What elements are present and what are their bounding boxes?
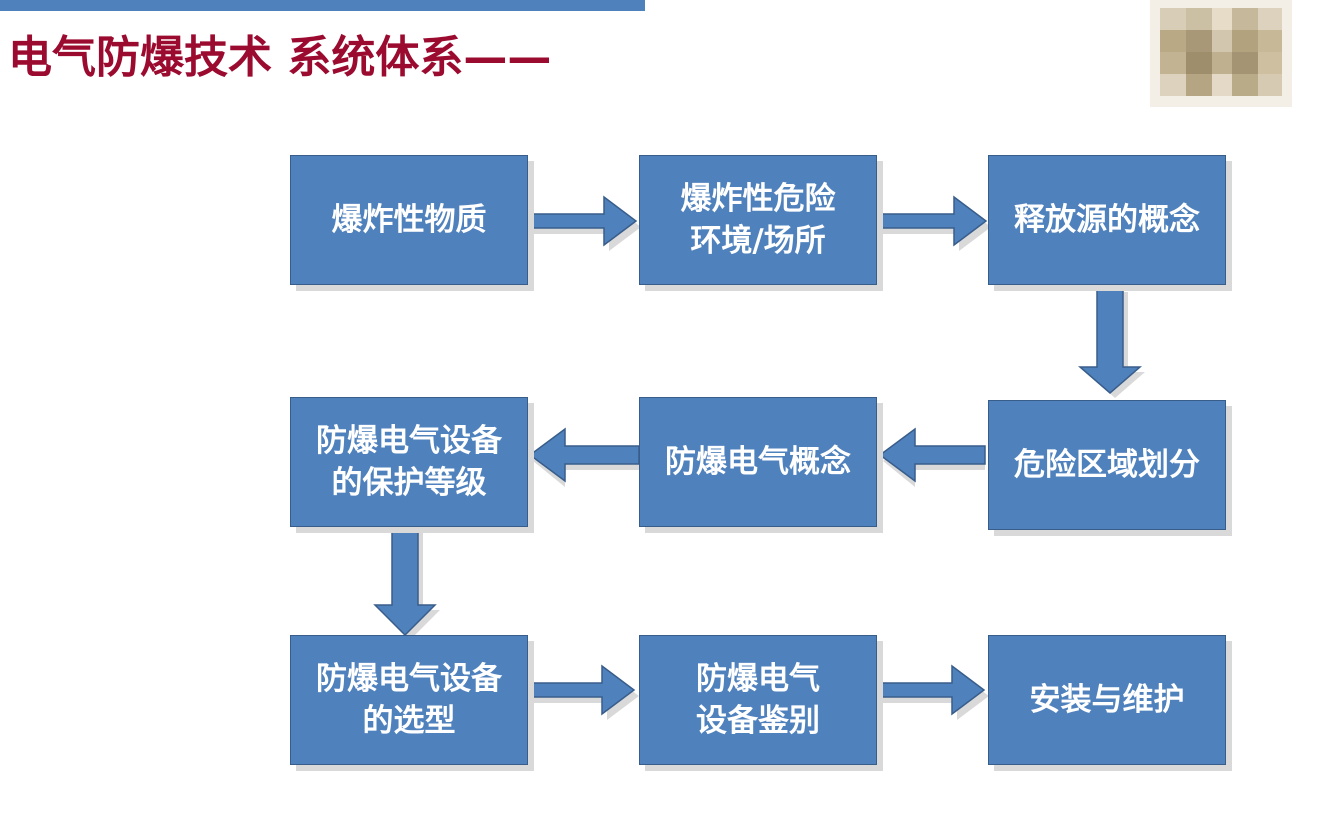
arrow-6-to-7 (373, 525, 437, 637)
page-title: 电气防爆技术 系统体系—— (8, 32, 552, 83)
arrow-1-to-2 (527, 195, 638, 247)
step-explosion-proof-concept: 防爆电气概念 (639, 397, 877, 527)
pixelated-logo-icon (1150, 0, 1292, 107)
arrow-4-to-5 (878, 427, 986, 483)
arrow-3-to-4 (1077, 286, 1143, 394)
step-explosive-hazard-environment: 爆炸性危险 环境/场所 (639, 155, 877, 285)
step-installation-maintenance: 安装与维护 (988, 635, 1226, 765)
step-hazardous-area-classification: 危险区域划分 (988, 400, 1226, 530)
top-accent-bar (0, 0, 645, 11)
step-equipment-protection-level: 防爆电气设备 的保护等级 (290, 397, 528, 527)
arrow-5-to-6 (528, 427, 640, 483)
arrow-7-to-8 (527, 664, 636, 716)
step-equipment-identification: 防爆电气 设备鉴别 (639, 635, 877, 765)
step-equipment-selection: 防爆电气设备 的选型 (290, 635, 528, 765)
step-release-source-concept: 释放源的概念 (988, 155, 1226, 285)
step-explosive-substance: 爆炸性物质 (290, 155, 528, 285)
arrow-2-to-3 (877, 195, 988, 247)
arrow-8-to-9 (877, 664, 986, 716)
